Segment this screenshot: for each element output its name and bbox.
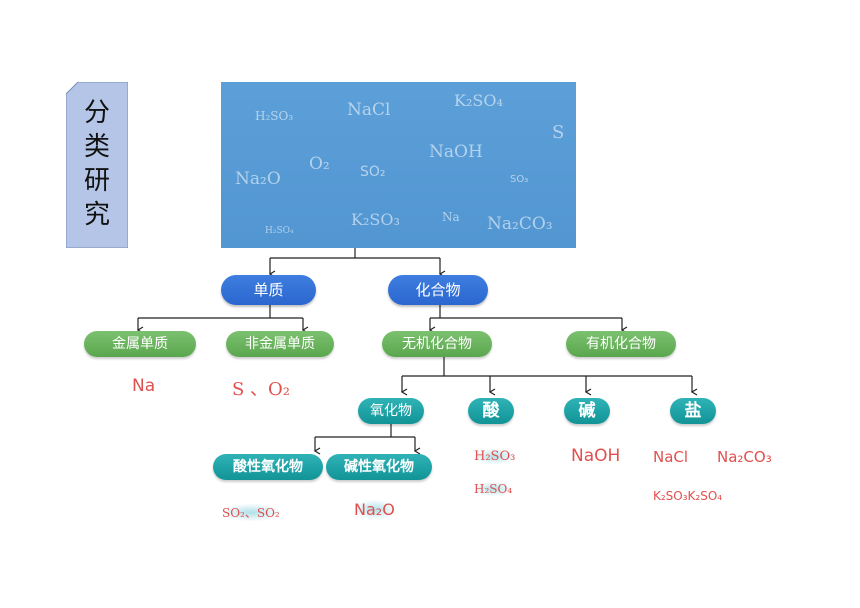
- substance-o2: O₂: [309, 154, 330, 174]
- answer-basic-oxide: Na₂O: [354, 500, 395, 519]
- node-elemental: 单质: [221, 275, 316, 305]
- substance-na2o: Na₂O: [235, 169, 281, 189]
- answer-salt-1: NaCl: [653, 448, 689, 466]
- node-nonmetal-elemental: 非金属单质: [226, 331, 334, 357]
- answer-base: NaOH: [571, 446, 621, 466]
- answer-salt-2: Na₂CO₃: [717, 448, 772, 466]
- answer-acid-2: H₂SO₄: [474, 482, 513, 496]
- substance-k2so3: K₂SO₃: [351, 210, 400, 229]
- substance-na: Na: [442, 210, 460, 224]
- title-char: 分: [83, 98, 110, 128]
- title-char: 究: [83, 200, 110, 230]
- answer-salt-3: K₂SO₃K₂SO₄: [653, 489, 723, 503]
- title-text: 分类研究: [66, 96, 128, 232]
- node-base: 碱: [564, 398, 610, 424]
- substance-naoh: NaOH: [429, 142, 483, 162]
- substance-nacl: NaCl: [347, 100, 391, 120]
- title-char: 类: [83, 132, 110, 162]
- node-salt: 盐: [670, 398, 716, 424]
- node-metal-elemental: 金属单质: [84, 331, 196, 357]
- answer-acid-1: H₂SO₃: [474, 449, 516, 464]
- node-basic-oxide: 碱性氧化物: [326, 454, 432, 480]
- answer-metal-elemental: Na: [132, 376, 156, 396]
- substance-h2so3: H₂SO₃: [255, 109, 294, 123]
- title-char: 研: [83, 166, 110, 196]
- substance-h2so4: H₂SO₄: [265, 226, 294, 236]
- answer-nonmetal-elemental: S 、O₂: [232, 379, 291, 400]
- node-compound: 化合物: [388, 275, 488, 305]
- substance-s: S: [552, 122, 565, 143]
- title-tab: 分类研究: [66, 82, 128, 248]
- node-acid: 酸: [468, 398, 514, 424]
- node-inorganic: 无机化合物: [382, 331, 492, 357]
- node-oxide: 氧化物: [358, 398, 424, 424]
- substance-k2so4: K₂SO₄: [454, 91, 503, 110]
- substance-box: H₂SO₃ NaCl K₂SO₄ S O₂ NaOH Na₂O SO₂ SO₃ …: [221, 82, 576, 248]
- node-acidic-oxide: 酸性氧化物: [213, 454, 323, 480]
- node-organic: 有机化合物: [566, 331, 676, 357]
- substance-na2co3: Na₂CO₃: [487, 214, 553, 234]
- answer-acidic-oxide: SO₂、SO₂: [222, 504, 280, 521]
- substance-so3: SO₃: [510, 174, 529, 185]
- substance-so2: SO₂: [360, 164, 386, 180]
